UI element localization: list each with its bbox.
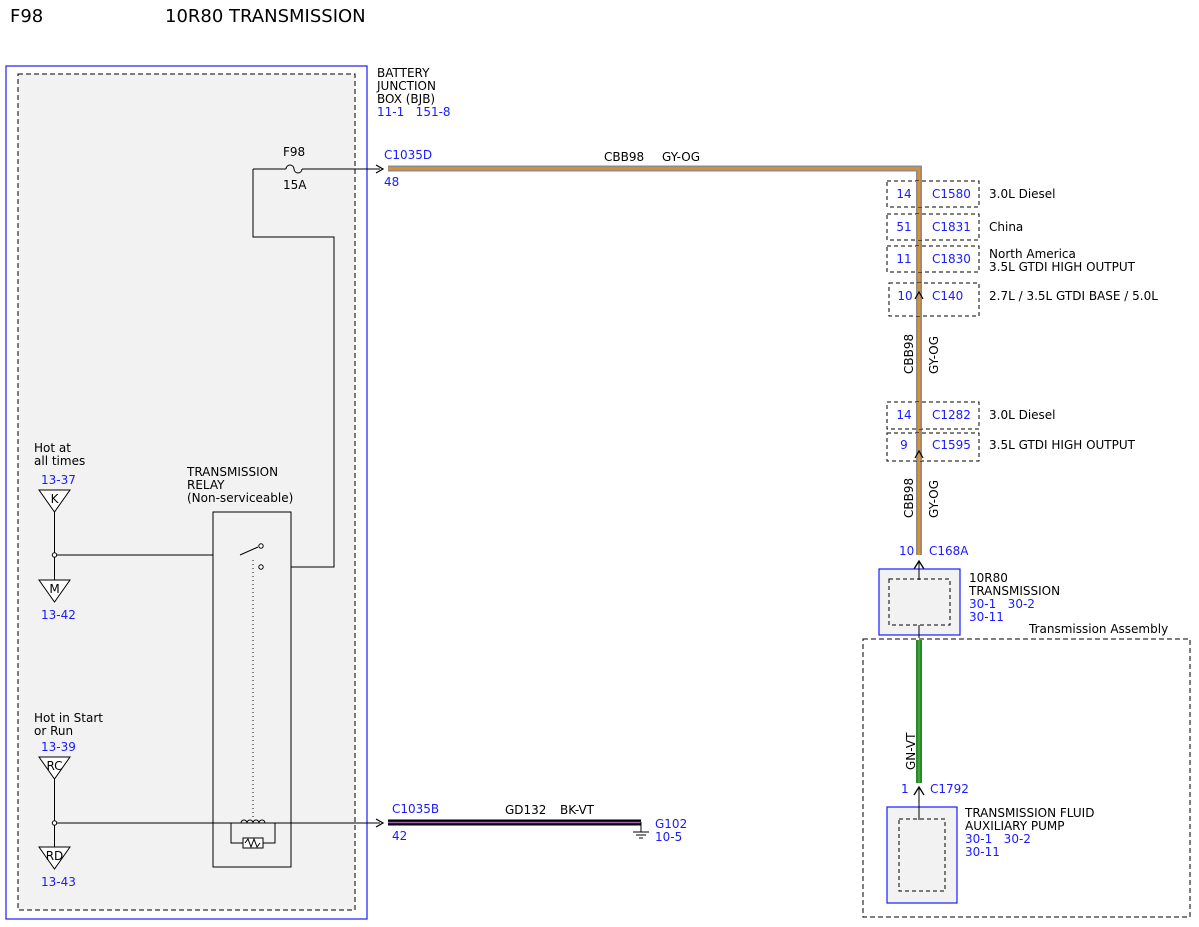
hot-always-ref-bottom[interactable]: 13-42	[41, 608, 76, 622]
transmission-name-line1: 10R80	[969, 571, 1008, 585]
inline-connector-c1831[interactable]: 51 C1831	[886, 213, 980, 241]
transmission-assembly-label: Transmission Assembly	[1028, 622, 1168, 636]
hot-run-bus-wire	[51, 779, 380, 847]
inline-c1282-note: 3.0L Diesel	[989, 408, 1056, 422]
hot-always-ref-top[interactable]: 13-37	[41, 473, 76, 487]
wire-top-circuit: CBB98	[604, 150, 644, 164]
hot-always-label-line1: Hot at	[34, 441, 71, 455]
wire-top-color: GY-OG	[662, 150, 700, 164]
bjb-inner-box	[17, 73, 356, 911]
wire-ground-color: BK-VT	[560, 803, 595, 817]
inline-c1831-note: China	[989, 220, 1023, 234]
c1792-pin[interactable]: 1	[901, 782, 909, 796]
inline-connector-c140[interactable]: 10 C140	[888, 282, 980, 317]
inline-c1282-pin: 14	[896, 408, 911, 422]
relay-name-line1: TRANSMISSION	[186, 465, 278, 479]
c168a-pin[interactable]: 10	[899, 544, 914, 558]
c1792-name[interactable]: C1792	[930, 782, 969, 796]
ground-ref[interactable]: 10-5	[655, 830, 682, 844]
bjb-outline	[5, 65, 368, 920]
transmission-component[interactable]	[878, 561, 961, 636]
relay-coil	[230, 819, 276, 849]
bus-m-letter: M	[49, 582, 59, 596]
pump-name-line2: AUXILIARY PUMP	[965, 819, 1065, 833]
relay-switch	[239, 543, 264, 818]
inline-c1580-name: C1580	[932, 187, 971, 201]
wire-ground-circuit: GD132	[505, 803, 546, 817]
relay-box	[212, 511, 292, 868]
inline-c1830-note: North America	[989, 247, 1076, 261]
pump-name-line1: TRANSMISSION FLUID	[964, 806, 1094, 820]
ground-symbol	[633, 822, 649, 839]
aux-pump-component[interactable]	[886, 787, 958, 904]
wire-mid1-color: GY-OG	[927, 336, 941, 374]
inline-c1830-name: C1830	[932, 252, 971, 266]
c1035d-terminal-arrow	[375, 164, 385, 174]
pump-ref-line1[interactable]: 30-1 30-2	[965, 832, 1031, 846]
inline-c1830-note-2: 3.5L GTDI HIGH OUTPUT	[989, 260, 1136, 274]
inline-c1282-name: C1282	[932, 408, 971, 422]
pump-ref-line2[interactable]: 30-11	[965, 845, 1000, 859]
bjb-name-line1: BATTERY	[377, 66, 430, 80]
bjb-name-line2: JUNCTION	[376, 79, 436, 93]
inline-connector-c1830[interactable]: 11 C1830	[886, 245, 980, 273]
inline-c1580-note: 3.0L Diesel	[989, 187, 1056, 201]
wire-mid2-color: GY-OG	[927, 480, 941, 518]
transmission-assembly-box	[862, 638, 1191, 918]
inline-c1595-note: 3.5L GTDI HIGH OUTPUT	[989, 438, 1136, 452]
fuse-name: F98	[283, 145, 305, 159]
fuse-symbol	[252, 164, 380, 568]
ground-name[interactable]: G102	[655, 817, 687, 831]
fuse-rating: 15A	[283, 178, 307, 192]
hot-run-ref-bottom[interactable]: 13-43	[41, 875, 76, 889]
inline-connector-c1282[interactable]: 14 C1282	[886, 401, 980, 430]
bjb-name-line3: BOX (BJB)	[377, 92, 435, 106]
inline-c1595-pin: 9	[900, 438, 908, 452]
c1035d-pin[interactable]: 48	[384, 175, 399, 189]
page-code: F98	[10, 6, 43, 27]
bus-k-triangle: K	[38, 489, 71, 513]
c1035b-terminal-arrow	[375, 818, 385, 828]
inline-c1580-pin: 14	[896, 187, 911, 201]
wire-pump-color: GN-VT	[904, 732, 918, 770]
bjb-reference[interactable]: 11-1 151-8	[377, 105, 451, 119]
inline-c140-note: 2.7L / 3.5L GTDI BASE / 5.0L	[989, 289, 1158, 303]
inline-c140-pin: 10	[897, 289, 912, 303]
inline-connector-c1580[interactable]: 14 C1580	[886, 180, 980, 208]
c1035b-name[interactable]: C1035B	[392, 802, 439, 816]
hot-always-bus-wire	[51, 512, 240, 580]
wire-mid2-circuit: CBB98	[902, 478, 916, 518]
relay-name-line3: (Non-serviceable)	[187, 491, 293, 505]
inline-c140-name: C140	[932, 289, 963, 303]
bus-rd-letter: RD	[46, 849, 64, 863]
c168a-name[interactable]: C168A	[929, 544, 969, 558]
transmission-ref-line1[interactable]: 30-1 30-2	[969, 597, 1035, 611]
inline-connector-c1595[interactable]: 9 C1595	[886, 432, 980, 462]
inline-c1595-name: C1595	[932, 438, 971, 452]
c1035b-pin[interactable]: 42	[392, 829, 407, 843]
wire-cbb98-horizontal	[388, 165, 922, 555]
bus-rc-triangle: RC	[38, 756, 71, 780]
inline-c1830-pin: 11	[896, 252, 911, 266]
bus-rc-letter: RC	[46, 759, 62, 773]
relay-name-line2: RELAY	[187, 478, 225, 492]
bus-k-letter: K	[51, 492, 60, 506]
inline-c1831-name: C1831	[932, 220, 971, 234]
page-title: 10R80 TRANSMISSION	[165, 6, 366, 27]
hot-always-label-line2: all times	[34, 454, 85, 468]
hot-run-label-line1: Hot in Start	[34, 711, 103, 725]
inline-c1831-pin: 51	[896, 220, 911, 234]
transmission-ref-line2[interactable]: 30-11	[969, 610, 1004, 624]
hot-run-label-line2: or Run	[34, 724, 73, 738]
transmission-name-line2: TRANSMISSION	[968, 584, 1060, 598]
c1035d-name[interactable]: C1035D	[384, 148, 432, 162]
hot-run-ref-top[interactable]: 13-39	[41, 740, 76, 754]
wire-mid1-circuit: CBB98	[902, 334, 916, 374]
